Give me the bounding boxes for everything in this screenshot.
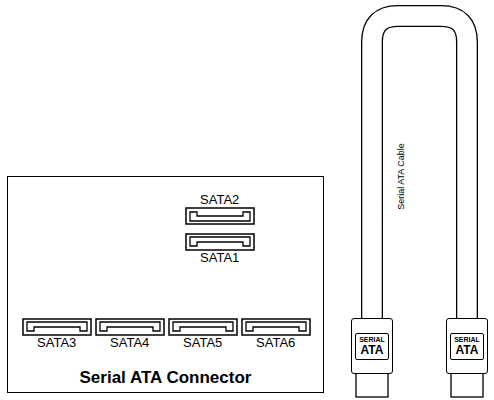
plug-tails bbox=[356, 373, 483, 397]
port-housing bbox=[23, 319, 91, 335]
port-housing bbox=[186, 234, 254, 250]
sata-connector: SATA2 bbox=[185, 193, 255, 225]
plug-tail bbox=[451, 373, 483, 397]
port-slot bbox=[173, 322, 233, 331]
sata-port bbox=[185, 207, 255, 225]
sata-connector: SATA4 bbox=[95, 318, 165, 350]
port-housing bbox=[242, 319, 310, 335]
port-label: SATA5 bbox=[183, 336, 222, 350]
port-label: SATA1 bbox=[200, 251, 239, 265]
sata-connector: SATA1 bbox=[185, 233, 255, 265]
port-label: SATA6 bbox=[256, 336, 295, 350]
plug-text: SERIAL bbox=[359, 336, 385, 344]
board-panel: Serial ATA Connector SATA2SATA1SATA3 SATA4… bbox=[7, 176, 324, 393]
port-housing bbox=[186, 208, 254, 224]
port-label: SATA2 bbox=[200, 193, 239, 207]
port-housing bbox=[169, 319, 237, 335]
sata-port bbox=[241, 318, 311, 336]
cable-plug: SERIALATA bbox=[351, 318, 393, 374]
sata-connector: SATA6 bbox=[241, 318, 311, 350]
port-slot bbox=[100, 322, 160, 331]
panel-title: Serial ATA Connector bbox=[8, 368, 323, 388]
cable-plug: SERIALATA bbox=[446, 318, 488, 374]
sata-port bbox=[168, 318, 238, 336]
cable-body bbox=[372, 16, 467, 318]
port-slot bbox=[27, 322, 87, 331]
sata-cable bbox=[372, 16, 467, 318]
plug-tail bbox=[356, 373, 388, 397]
port-label: SATA4 bbox=[110, 336, 149, 350]
sata-connector: SATA5 bbox=[168, 318, 238, 350]
port-housing bbox=[96, 319, 164, 335]
plug-badge: SERIALATA bbox=[355, 333, 389, 360]
cable-edges bbox=[372, 16, 467, 318]
cable-outline bbox=[372, 16, 467, 318]
sata-port bbox=[22, 318, 92, 336]
port-label: SATA3 bbox=[37, 336, 76, 350]
plug-badge: SERIALATA bbox=[450, 333, 484, 360]
port-slot bbox=[190, 212, 250, 221]
cable-label: Serial ATA Cable bbox=[395, 142, 406, 211]
sata-port bbox=[95, 318, 165, 336]
plug-text: ATA bbox=[456, 344, 479, 357]
plug-text: SERIAL bbox=[454, 336, 480, 344]
port-slot bbox=[190, 237, 250, 246]
sata-port bbox=[185, 233, 255, 251]
port-slot bbox=[246, 322, 306, 331]
sata-connector: SATA3 bbox=[22, 318, 92, 350]
plug-text: ATA bbox=[361, 344, 384, 357]
